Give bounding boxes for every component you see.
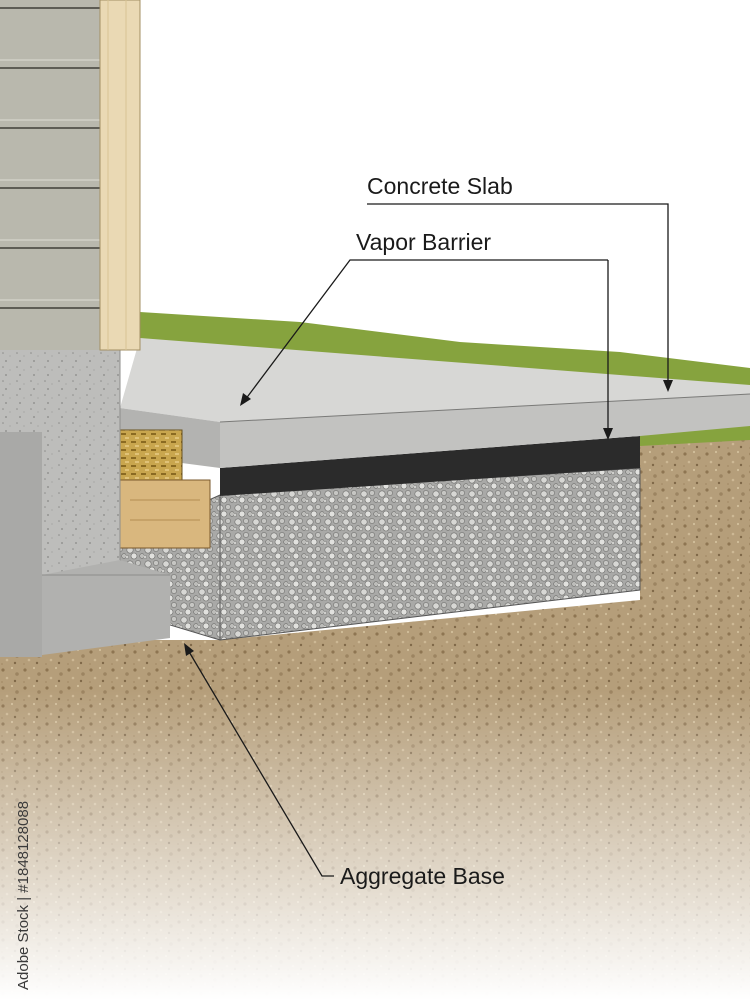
vapor-barrier-leader bbox=[244, 259, 608, 401]
foundation-wall bbox=[0, 350, 170, 657]
grass-strip bbox=[140, 312, 750, 446]
house-siding bbox=[0, 0, 141, 351]
concrete-slab-label: Concrete Slab bbox=[367, 173, 513, 199]
concrete-slab-arrowhead bbox=[663, 380, 673, 392]
vapor-barrier-layer bbox=[220, 436, 640, 496]
concrete-slab-leader bbox=[367, 203, 669, 388]
wood-blocking bbox=[119, 429, 211, 549]
aggregate-base-leader bbox=[187, 649, 334, 877]
aggregate-base-label: Aggregate Base bbox=[340, 863, 505, 889]
aggregate-base-arrowhead bbox=[184, 643, 194, 656]
vapor-barrier-label: Vapor Barrier bbox=[356, 229, 491, 255]
vapor-barrier-arrowhead-slab bbox=[240, 393, 251, 406]
soil-ground bbox=[0, 430, 750, 1000]
vapor-barrier-arrowhead bbox=[603, 428, 613, 440]
stock-watermark-id: Adobe Stock | #1848128088 bbox=[15, 801, 32, 990]
